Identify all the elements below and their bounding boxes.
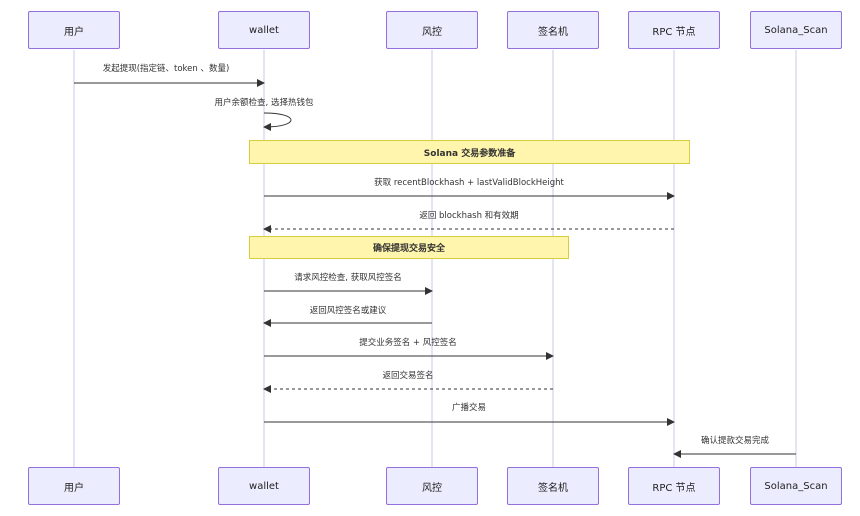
actor-user-top: 用户 [28,11,120,49]
note-solana-params: Solana 交易参数准备 [249,140,690,164]
actor-wallet-bottom: wallet [218,467,310,505]
actor-scan-bottom: Solana_Scan [750,467,842,505]
actor-risk-top: 风控 [386,11,478,49]
message-withdraw-request: 发起提现(指定链、token 、数量) [102,64,230,74]
actor-wallet-top: wallet [218,11,310,49]
actor-risk-bottom: 风控 [386,467,478,505]
actor-rpc-top: RPC 节点 [628,11,720,49]
message-broadcast: 广播交易 [451,403,487,413]
actor-signer-top: 签名机 [507,11,599,49]
message-submit-sign: 提交业务签名 + 风控签名 [359,338,457,348]
actor-user-bottom: 用户 [28,467,120,505]
actor-signer-bottom: 签名机 [507,467,599,505]
message-return-sign: 返回交易签名 [382,371,434,381]
message-risk-check: 请求风控检查, 获取风控签名 [294,273,402,283]
message-return-blockhash: 返回 blockhash 和有效期 [419,211,519,221]
note-secure-withdraw: 确保提现交易安全 [249,236,569,259]
message-return-risk: 返回风控签名或建议 [309,306,387,316]
message-confirm: 确认提款交易完成 [700,436,770,446]
message-get-blockhash: 获取 recentBlockhash + lastValidBlockHeigh… [374,178,564,188]
actor-scan-top: Solana_Scan [750,11,842,49]
message-self-check: 用户余额检查, 选择热钱包 [214,98,314,108]
actor-rpc-bottom: RPC 节点 [628,467,720,505]
arrow-self-check [263,112,292,131]
